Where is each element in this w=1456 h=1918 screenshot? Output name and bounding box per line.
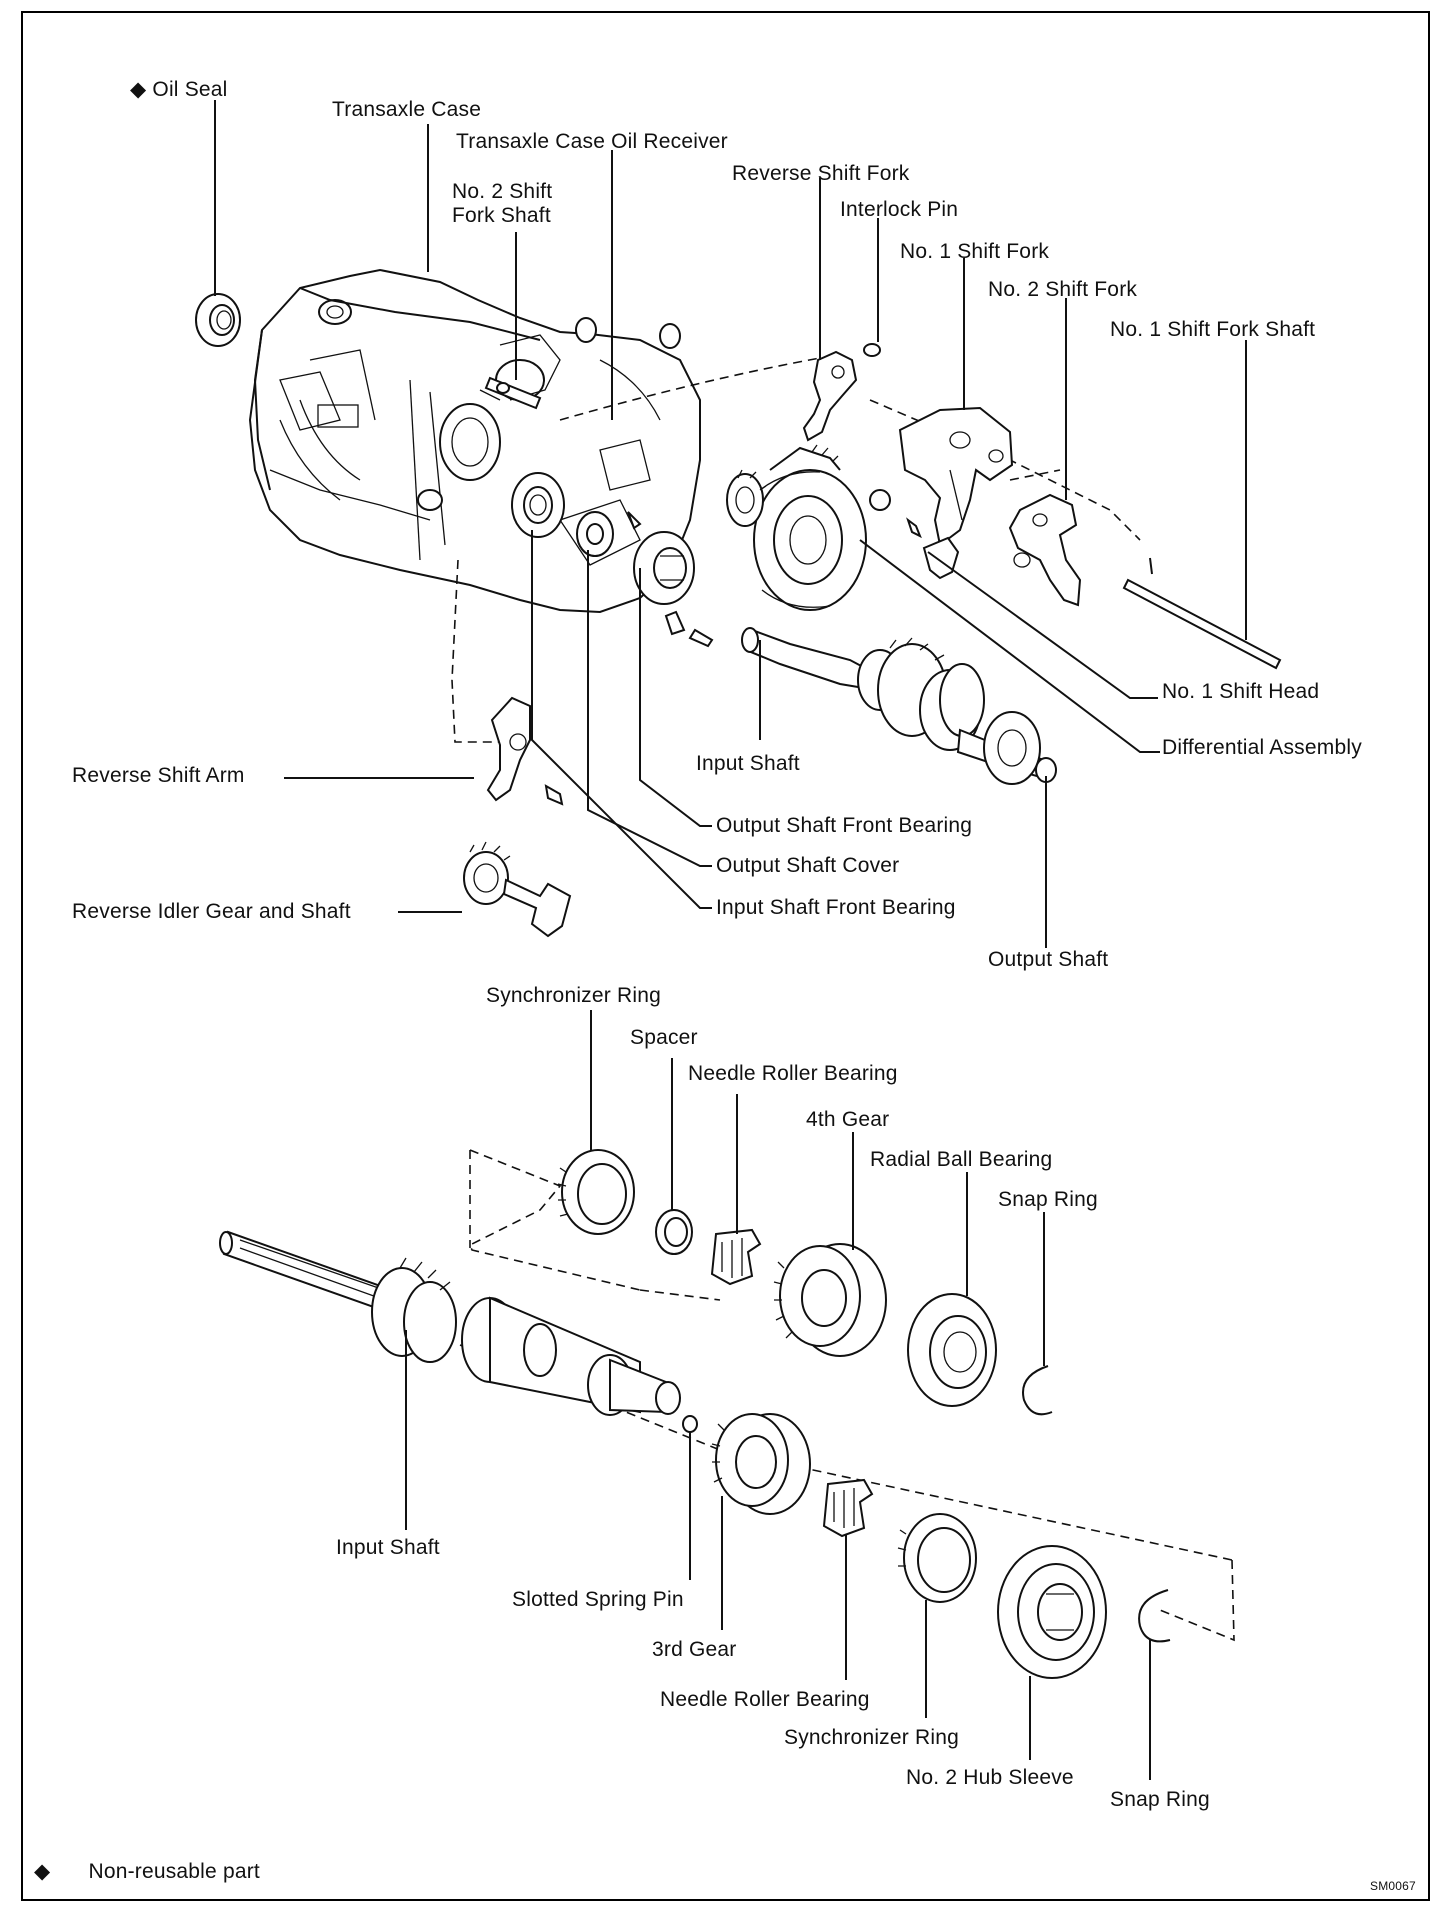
output-shaft-drawing bbox=[939, 663, 1057, 785]
input-shaft-front-bearing-drawing bbox=[511, 472, 565, 538]
spacer-label: Spacer bbox=[630, 1026, 698, 1049]
legend: ◆ Non-reusable part bbox=[34, 1860, 260, 1884]
radial-ball-bearing-label: Radial Ball Bearing bbox=[870, 1148, 1053, 1171]
synchronizer-ring-bottom-drawing bbox=[897, 1513, 977, 1603]
snap-ring-bottom-drawing bbox=[1138, 1589, 1171, 1643]
no2-shift-fork-shaft-drawing bbox=[484, 376, 542, 410]
output-shaft-label: Output Shaft bbox=[988, 948, 1109, 971]
oil-seal-label-text: Oil Seal bbox=[152, 78, 228, 101]
no1-shift-fork-label: No. 1 Shift Fork bbox=[900, 240, 1050, 263]
differential-assembly-label: Differential Assembly bbox=[1162, 736, 1362, 759]
fourth-gear-drawing bbox=[773, 1243, 887, 1357]
no1-shift-fork-shaft-label: No. 1 Shift Fork Shaft bbox=[1110, 318, 1316, 341]
third-gear-drawing bbox=[711, 1413, 811, 1515]
input-shaft-front-bearing-label: Input Shaft Front Bearing bbox=[716, 896, 956, 919]
no2-hub-sleeve-label: No. 2 Hub Sleeve bbox=[906, 1766, 1074, 1789]
needle-roller-bearing-bottom-drawing bbox=[822, 1478, 874, 1538]
reverse-shift-arm-label: Reverse Shift Arm bbox=[72, 764, 245, 787]
figure-border bbox=[21, 11, 1430, 1901]
radial-ball-bearing-drawing bbox=[907, 1293, 997, 1407]
no2-hub-sleeve-drawing bbox=[997, 1545, 1107, 1679]
oil-receiver-label: Transaxle Case Oil Receiver bbox=[456, 130, 728, 153]
reverse-idler-gear-label: Reverse Idler Gear and Shaft bbox=[72, 900, 351, 923]
reverse-shift-fork-label: Reverse Shift Fork bbox=[732, 162, 910, 185]
legend-symbol: ◆ bbox=[34, 1860, 51, 1883]
interlock-pin-drawing bbox=[863, 343, 881, 357]
reverse-shift-arm-drawing bbox=[486, 696, 564, 806]
snap-ring-bottom-label: Snap Ring bbox=[1110, 1788, 1210, 1811]
needle-roller-bearing-top-label: Needle Roller Bearing bbox=[688, 1062, 898, 1085]
no1-shift-fork-drawing bbox=[898, 406, 1014, 547]
transaxle-case-drawing bbox=[248, 268, 701, 614]
snap-ring-top-label: Snap Ring bbox=[998, 1188, 1098, 1211]
no1-shift-fork-shaft-drawing bbox=[1122, 557, 1282, 670]
synchronizer-ring-top-label: Synchronizer Ring bbox=[486, 984, 661, 1007]
output-shaft-cover-drawing bbox=[576, 511, 614, 557]
output-shaft-front-bearing-label: Output Shaft Front Bearing bbox=[716, 814, 973, 837]
interlock-pin-label: Interlock Pin bbox=[840, 198, 959, 221]
output-shaft-cover-label: Output Shaft Cover bbox=[716, 854, 900, 877]
figure-code: SM0067 bbox=[1370, 1879, 1416, 1893]
third-gear-label: 3rd Gear bbox=[652, 1638, 737, 1661]
bolts-drawing bbox=[627, 511, 714, 648]
oil-seal-label: ◆ Oil Seal bbox=[130, 78, 228, 102]
slotted-spring-pin-label: Slotted Spring Pin bbox=[512, 1588, 684, 1611]
no2-shift-fork-shaft-label: No. 2 Shift Fork Shaft bbox=[452, 180, 553, 227]
legend-text: Non-reusable part bbox=[88, 1860, 260, 1883]
slotted-spring-pin-drawing bbox=[682, 1415, 698, 1433]
no2-shift-fork-drawing bbox=[1008, 493, 1082, 607]
spacer-drawing bbox=[655, 1209, 693, 1255]
non-reusable-marker-oil-seal: ◆ bbox=[130, 78, 147, 101]
input-shaft-bottom-drawing bbox=[219, 1230, 681, 1416]
needle-roller-bearing-top-drawing bbox=[710, 1228, 762, 1286]
fourth-gear-label: 4th Gear bbox=[806, 1108, 890, 1131]
input-shaft-bottom-label: Input Shaft bbox=[336, 1536, 440, 1559]
leader-lines bbox=[214, 100, 1247, 1780]
snap-ring-top-drawing bbox=[1022, 1365, 1053, 1416]
oil-seal-drawing bbox=[195, 293, 241, 347]
differential-assembly-drawing bbox=[726, 444, 891, 611]
reverse-idler-gear-drawing bbox=[463, 841, 572, 938]
output-shaft-front-bearing-drawing bbox=[633, 531, 695, 605]
synchronizer-ring-bottom-label: Synchronizer Ring bbox=[784, 1726, 959, 1749]
reverse-shift-fork-drawing bbox=[802, 350, 858, 442]
needle-roller-bearing-bottom-label: Needle Roller Bearing bbox=[660, 1688, 870, 1711]
input-shaft-top-label: Input Shaft bbox=[696, 752, 800, 775]
synchronizer-ring-top-drawing bbox=[557, 1149, 635, 1235]
no2-shift-fork-label: No. 2 Shift Fork bbox=[988, 278, 1138, 301]
transaxle-case-label: Transaxle Case bbox=[332, 98, 482, 121]
no1-shift-head-label: No. 1 Shift Head bbox=[1162, 680, 1320, 703]
